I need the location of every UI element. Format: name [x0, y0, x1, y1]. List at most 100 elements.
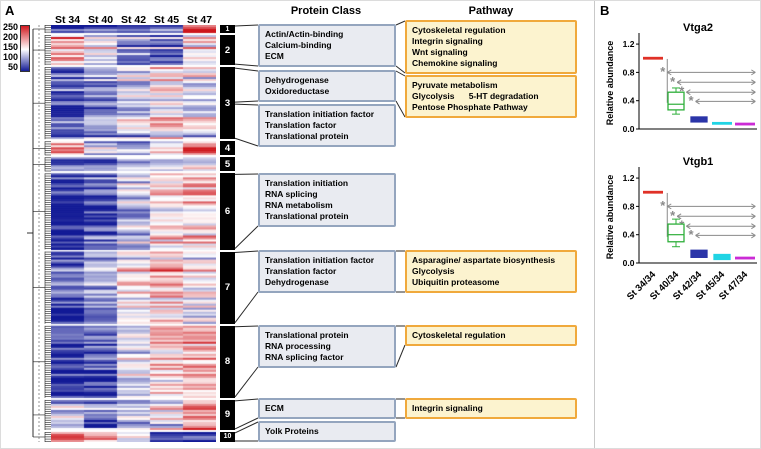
pathway-box-4: Cytoskeletal regulation	[405, 325, 577, 346]
cluster-number-1: 1	[220, 25, 235, 34]
group-box-3	[713, 253, 731, 261]
line: Asparagine/ aspartate biosynthesis	[412, 255, 556, 265]
group-box-1	[667, 91, 685, 111]
line: Translational protein	[265, 330, 349, 340]
line: Translation initiation	[265, 178, 349, 188]
line: Chemokine signaling	[412, 58, 498, 68]
panel-b-label: B	[600, 3, 610, 18]
group-line-4	[735, 122, 755, 126]
line: Glycolysis	[412, 266, 455, 276]
line: Calcium-binding	[265, 40, 332, 50]
line: ECM	[265, 51, 284, 61]
column-label-st34: St 34	[54, 14, 81, 26]
line: Glycolysis 5-HT degradation	[412, 91, 539, 101]
group-box-2	[690, 116, 708, 123]
cluster-number-4: 4	[220, 141, 235, 156]
column-label-st45: St 45	[153, 14, 180, 26]
cluster-number-10: 10	[220, 431, 235, 442]
line: RNA metabolism	[265, 200, 333, 210]
y-tick-label: 1.2	[623, 39, 635, 49]
y-axis-label: Relative abundance	[605, 41, 615, 126]
cluster-number-9: 9	[220, 399, 235, 430]
dendrogram	[27, 25, 51, 442]
line: Oxidoreductase	[265, 86, 330, 96]
line: Cytoskeletal regulation	[412, 25, 506, 35]
cluster-number-7: 7	[220, 251, 235, 324]
line: 200	[2, 32, 18, 42]
line: Translation factor	[265, 120, 337, 130]
line: Translation initiation factor	[265, 109, 375, 119]
line: Actin/Actin-binding	[265, 29, 344, 39]
plot-title: Vtga2	[683, 22, 713, 34]
colorbar	[20, 25, 30, 72]
cluster-number-8: 8	[220, 325, 235, 398]
line: Translational protein	[265, 131, 349, 141]
significance-asterisk: *	[660, 64, 666, 79]
protein-class-header: Protein Class	[290, 5, 362, 17]
line: Translational protein	[265, 211, 349, 221]
protein-class-box-8: Yolk Proteins	[258, 421, 396, 442]
significance-asterisk: *	[670, 208, 676, 223]
pathway-header: Pathway	[468, 5, 514, 17]
column-label-st40: St 40	[87, 14, 114, 26]
line: Integrin signaling	[412, 403, 483, 413]
y-tick-label: 0.0	[623, 124, 635, 134]
heatmap-column-headers: St 34 St 40 St 42 St 45 St 47	[51, 10, 216, 28]
heatmap	[51, 25, 216, 442]
column-label-st47: St 47	[186, 14, 213, 26]
panel-divider	[594, 1, 595, 448]
line: ECM	[265, 403, 284, 413]
significance-asterisk: *	[688, 227, 694, 242]
line: Integrin signaling	[412, 36, 483, 46]
y-tick-label: 0.8	[623, 201, 635, 211]
pathway-box-5: Integrin signaling	[405, 398, 577, 419]
group-line-0	[643, 190, 663, 194]
line: Translation factor	[265, 266, 337, 276]
plot-title: Vtgb1	[683, 156, 714, 168]
y-tick-label: 0.0	[623, 258, 635, 268]
y-tick-label: 1.2	[623, 173, 635, 183]
line: Dehydrogenase	[265, 75, 329, 85]
line: 250	[2, 22, 18, 32]
y-axis-label: Relative abundance	[605, 175, 615, 260]
line: 50	[7, 62, 18, 72]
line: Dehydrogenase	[265, 277, 329, 287]
group-line-3	[712, 121, 732, 125]
line: 150	[2, 42, 18, 52]
line: Wnt signaling	[412, 47, 468, 57]
cluster-number-6: 6	[220, 173, 235, 250]
column-label-st42: St 42	[120, 14, 147, 26]
y-tick-label: 0.8	[623, 67, 635, 77]
significance-asterisk: *	[670, 74, 676, 89]
significance-asterisk: *	[679, 84, 685, 99]
group-box-2	[690, 249, 708, 258]
line: Yolk Proteins	[265, 426, 319, 436]
line: RNA processing	[265, 341, 331, 351]
cluster-number-5: 5	[220, 157, 235, 172]
significance-asterisk: *	[660, 198, 666, 213]
group-line-0	[643, 56, 663, 60]
line: Pentose Phosphate Pathway	[412, 102, 528, 112]
line: Cytoskeletal regulation	[412, 330, 506, 340]
line: Translation initiation factor	[265, 255, 375, 265]
y-tick-label: 0.4	[623, 96, 635, 106]
cluster-number-2: 2	[220, 35, 235, 66]
significance-asterisk: *	[688, 93, 694, 108]
line: 100	[2, 52, 18, 62]
line: Pyruvate metabolism	[412, 80, 498, 90]
cluster-number-3: 3	[220, 67, 235, 140]
panel-a-label: A	[5, 3, 15, 18]
